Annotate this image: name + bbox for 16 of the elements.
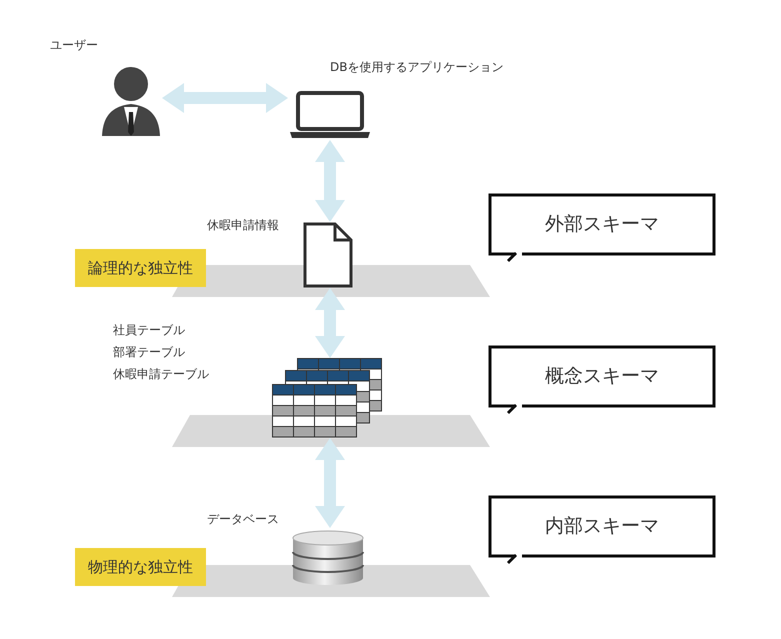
caption-text: 部署テーブル: [113, 345, 185, 359]
label-tag: 論理的な独立性: [75, 249, 206, 287]
callout-box: 外部スキーマ: [488, 193, 716, 263]
double-arrow: [162, 83, 288, 113]
label-tag: 物理的な独立性: [75, 548, 206, 586]
caption-text: ユーザー: [50, 38, 98, 52]
double-arrow: [315, 288, 345, 358]
caption-text: データベース: [207, 512, 279, 526]
caption-text: 社員テーブル: [113, 323, 185, 337]
caption-text: 休暇申請情報: [207, 218, 279, 232]
double-arrow: [315, 438, 345, 528]
caption-text: DBを使用するアプリケーション: [330, 60, 504, 74]
double-arrow: [315, 140, 345, 222]
callout-box: 概念スキーマ: [488, 345, 716, 415]
callout-box: 内部スキーマ: [488, 495, 716, 565]
caption-text: 休暇申請テーブル: [113, 367, 209, 381]
